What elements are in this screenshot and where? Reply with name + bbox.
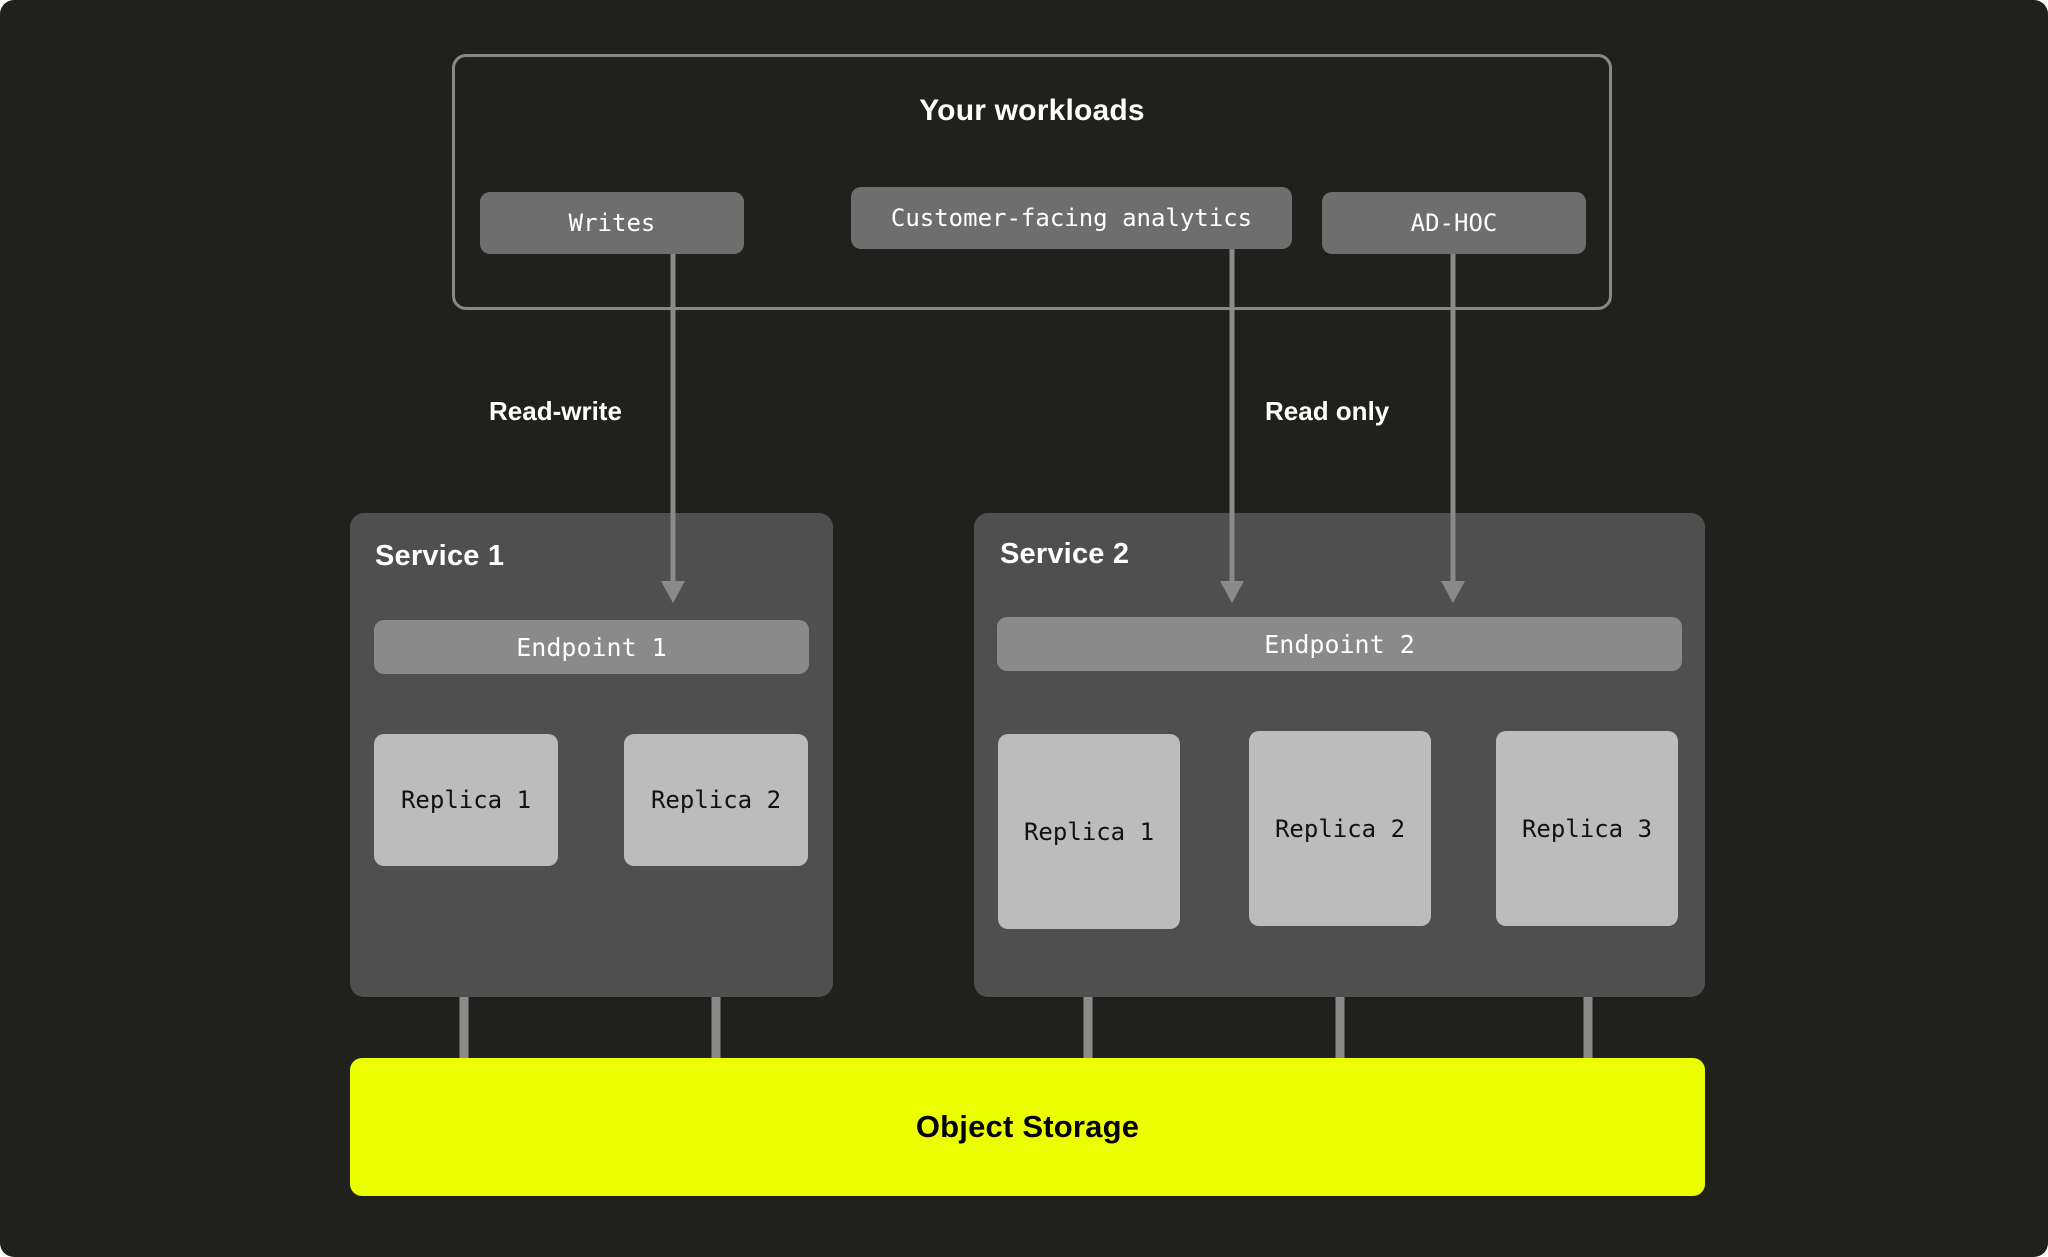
service-2-replica-1[interactable]: Replica 1 xyxy=(998,734,1180,929)
edge-label-read-only: Read only xyxy=(1265,396,1390,426)
workloads-group xyxy=(452,54,1612,310)
service-2-replica-2[interactable]: Replica 2 xyxy=(1249,731,1431,926)
service-2-title: Service 2 xyxy=(1000,538,1130,570)
service-1-replica-2[interactable]: Replica 2 xyxy=(624,734,808,866)
service-1-replica-1[interactable]: Replica 1 xyxy=(374,734,558,866)
endpoint-box-2[interactable]: Endpoint 2 xyxy=(997,617,1682,671)
workload-box-writes[interactable]: Writes xyxy=(480,192,744,254)
workload-box-customer-facing-analytics[interactable]: Customer-facing analytics xyxy=(851,187,1292,249)
object-storage-box[interactable]: Object Storage xyxy=(350,1058,1705,1196)
workload-box-ad-hoc[interactable]: AD-HOC xyxy=(1322,192,1586,254)
workloads-group-title: Your workloads xyxy=(919,94,1145,127)
service-2-replica-3[interactable]: Replica 3 xyxy=(1496,731,1678,926)
service-1-title: Service 1 xyxy=(375,540,505,572)
endpoint-box-1[interactable]: Endpoint 1 xyxy=(374,620,809,674)
edge-label-read-write: Read-write xyxy=(489,396,622,426)
